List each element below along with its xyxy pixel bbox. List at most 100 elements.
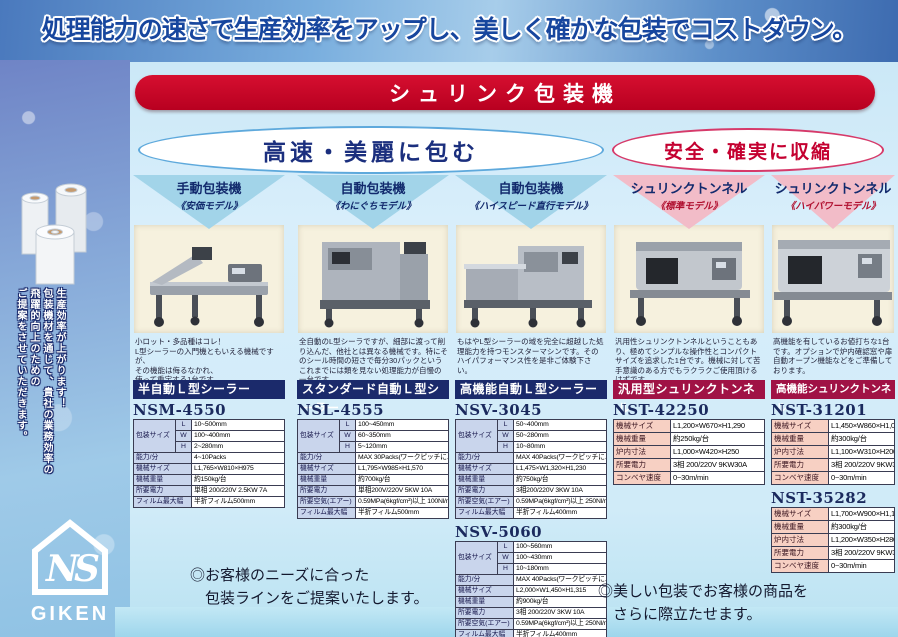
- category-header: 半自動Ｌ型シーラー: [133, 380, 285, 399]
- spec-value: 約250kg/台: [670, 432, 765, 446]
- spec-value: L1,200×W350×H280: [828, 533, 895, 547]
- spec-label: 機械サイズ: [455, 463, 514, 475]
- spec-row: フィルム最大幅半折フィルム400mm: [455, 629, 607, 637]
- spec-value: 半折フィルム500mm: [191, 496, 285, 508]
- spec-label: コンベヤ速度: [771, 559, 829, 573]
- spec-label: 機械サイズ: [771, 507, 829, 521]
- spec-label: 能力/分: [133, 452, 192, 464]
- spec-label: 所要空気(エアー): [455, 618, 514, 630]
- group-oval-safety: 安全・確実に収縮: [612, 128, 884, 172]
- spec-value: MAX 40Packs(ワークピッチによる): [513, 574, 607, 586]
- spec-table: 機械サイズL1,700×W900×H1,160機械重量約300kg/台炉内寸法L…: [771, 507, 895, 573]
- spec-value: 10~500mm: [191, 419, 285, 431]
- model-number: NST-31201: [771, 401, 868, 419]
- model-tag-label: 《ハイパワーモデル》: [785, 201, 881, 212]
- spec-row: 所要電力単相200V/220V 5KW 10A: [297, 485, 449, 497]
- spec-sublabel: W: [339, 430, 356, 442]
- spec-label: 炉内寸法: [771, 533, 829, 547]
- spec-sublabel: W: [497, 430, 514, 442]
- spec-label: 所要電力: [455, 607, 514, 619]
- spec-label: 機械重量: [297, 474, 356, 486]
- spec-value: 3相 200/220V 9KW30A: [670, 458, 765, 472]
- sidebar-slogan: 生産効率が上がります！ 包装機材を通じて、貴社の業務効率の 飛躍的向上のための …: [14, 288, 66, 493]
- category-labels: 自動包装機《わにぐちモデル》: [291, 178, 455, 212]
- spec-sublabel: H: [339, 441, 356, 453]
- slogan-line: 包装機材を通じて、貴社の業務効率の: [41, 288, 52, 475]
- machine-illustration-icon: [304, 228, 442, 333]
- machine-illustration-icon: [460, 228, 602, 333]
- spec-value: 60~350mm: [355, 430, 449, 442]
- spec-label: 包装サイズ: [297, 419, 340, 453]
- spec-row: 所要空気(エアー)0.59MPa(6kgf/cm²)以上 100Nl/min: [297, 496, 449, 508]
- sidebar: 生産効率が上がります！ 包装機材を通じて、貴社の業務効率の 飛躍的向上のための …: [0, 60, 130, 637]
- company-logo: N S GIKEN: [28, 518, 112, 626]
- spec-value: L1,795×W985×H1,570: [355, 463, 449, 475]
- spec-value: L2,000×W1,450×H1,315: [513, 585, 607, 597]
- category-header: 高機能自動Ｌ型シーラー: [455, 380, 607, 399]
- spec-value: 約150kg/台: [191, 474, 285, 486]
- spec-row: フィルム最大幅半折フィルム500mm: [297, 507, 449, 519]
- machine-illustration-icon: [140, 232, 278, 333]
- product-caption: 全自動のL型シーラですが、細部に渡って削り込んだ、他社とは異なる機械です。特にそ…: [299, 337, 448, 384]
- spec-label: 所要電力: [455, 485, 514, 497]
- spec-value: 0.59MPa(6kgf/cm²)以上 100Nl/min: [355, 496, 449, 508]
- model-tag-label: 《安価モデル》: [175, 201, 243, 212]
- spec-value: 100~450mm: [355, 419, 449, 431]
- spec-label: 包装サイズ: [455, 541, 498, 575]
- category-labels: シュリンクトンネル《標準モデル》: [607, 178, 771, 212]
- spec-value: 10~180mm: [513, 563, 607, 575]
- spec-label: 機械重量: [613, 432, 671, 446]
- spec-label: 機械重量: [455, 596, 514, 608]
- category-labels: 手動包装機《安価モデル》: [127, 178, 291, 212]
- logo-text: GIKEN: [30, 603, 110, 625]
- model-number: NSM-4550: [133, 401, 227, 419]
- film-rolls-image: [21, 183, 87, 285]
- spec-value: 0.59MPa(6kgf/cm²)以上 250Nl/min: [513, 496, 607, 508]
- spec-value: 単相200V/220V 5KW 10A: [355, 485, 449, 497]
- svg-text:N: N: [45, 548, 81, 590]
- product-caption: 汎用性シュリンクトンネルということもあり、極めてシンプルな操作性とコンパクトサイ…: [615, 337, 761, 384]
- spec-value: 約300kg/台: [828, 520, 895, 534]
- spec-value: MAX 30Packs(ワークピッチによる): [355, 452, 449, 464]
- spec-value: L1,000×W420×H250: [670, 445, 765, 459]
- spec-value: L1,765×W810×H975: [191, 463, 285, 475]
- top-banner: 処理能力の速さで生産効率をアップし、美しく確かな包装でコストダウン。: [0, 0, 898, 62]
- product-photo: [456, 225, 606, 333]
- spec-label: 機械サイズ: [771, 419, 829, 433]
- product-column-3: 自動包装機《ハイスピード直行モデル》 もはやL型シーラーの域を完全に超越した処理…: [455, 175, 607, 637]
- spec-row: フィルム最大幅半折フィルム500mm: [133, 496, 285, 508]
- spec-label: 機械サイズ: [613, 419, 671, 433]
- spec-value: MAX 40Packs(ワークピッチによる): [513, 452, 607, 464]
- spec-value: 3相 200/220V 9KW30A: [828, 458, 895, 472]
- spec-label: フィルム最大幅: [297, 507, 356, 519]
- model-tag-label: 《ハイスピード直行モデル》: [469, 201, 593, 212]
- spec-value: 5~120mm: [355, 441, 449, 453]
- spec-label: 所要電力: [297, 485, 356, 497]
- product-column-4: シュリンクトンネル《標準モデル》 汎用性シュリンクトンネルということもあり、極め…: [613, 175, 765, 637]
- spec-label: 機械重量: [771, 432, 829, 446]
- spec-value: 単相 200/220V 2.5KW 7A: [191, 485, 285, 497]
- product-specs: NST-31201機械サイズL1,450×W860×H1,080機械重量約300…: [771, 401, 895, 577]
- group-oval-safety-text: 安全・確実に収縮: [663, 140, 832, 163]
- spec-value: 100~560mm: [513, 541, 607, 553]
- product-caption: もはやL型シーラーの域を完全に超越した処理能力を持つモンスターマシンです。そのハ…: [457, 337, 604, 375]
